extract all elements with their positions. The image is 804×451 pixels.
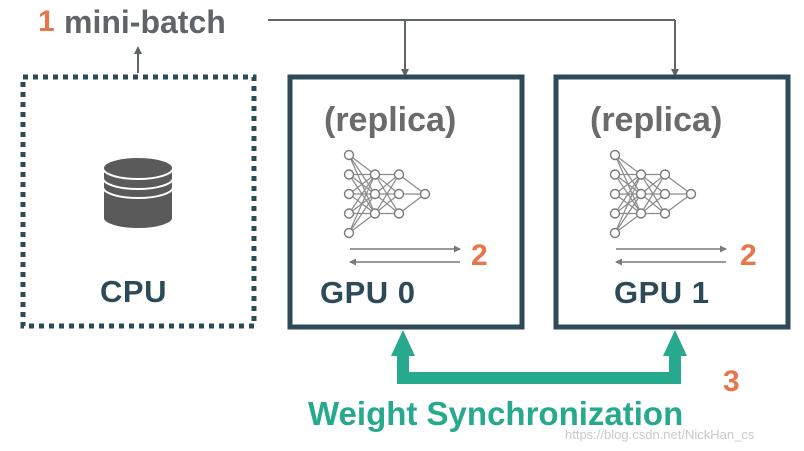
- gpu-box-0: [287, 74, 525, 330]
- step-number-3: 3: [723, 365, 740, 398]
- replica-label: (replica): [590, 101, 723, 139]
- minibatch-connector: [134, 19, 679, 77]
- gpu-box-1: [553, 74, 791, 330]
- sync-arrow: [391, 330, 687, 384]
- mini-batch-label: mini-batch: [64, 4, 226, 40]
- cpu-label: CPU: [100, 274, 167, 309]
- replica-label: (replica): [324, 101, 457, 139]
- neural-network-icon: [343, 149, 431, 239]
- step-number-1: 1: [38, 5, 55, 38]
- forward-backward-arrows: [349, 245, 461, 266]
- forward-backward-arrows: [615, 245, 727, 266]
- watermark: https://blog.csdn.net/NickHan_cs: [565, 427, 755, 442]
- gpu-1-label: GPU 1: [614, 275, 710, 310]
- database-icon: [102, 156, 174, 230]
- weight-sync-label: Weight Synchronization: [308, 395, 684, 432]
- gpu-0-label: GPU 0: [320, 275, 416, 310]
- step-number-2: 2: [740, 239, 757, 272]
- step-number-2: 2: [471, 239, 488, 272]
- neural-network-icon: [609, 149, 697, 239]
